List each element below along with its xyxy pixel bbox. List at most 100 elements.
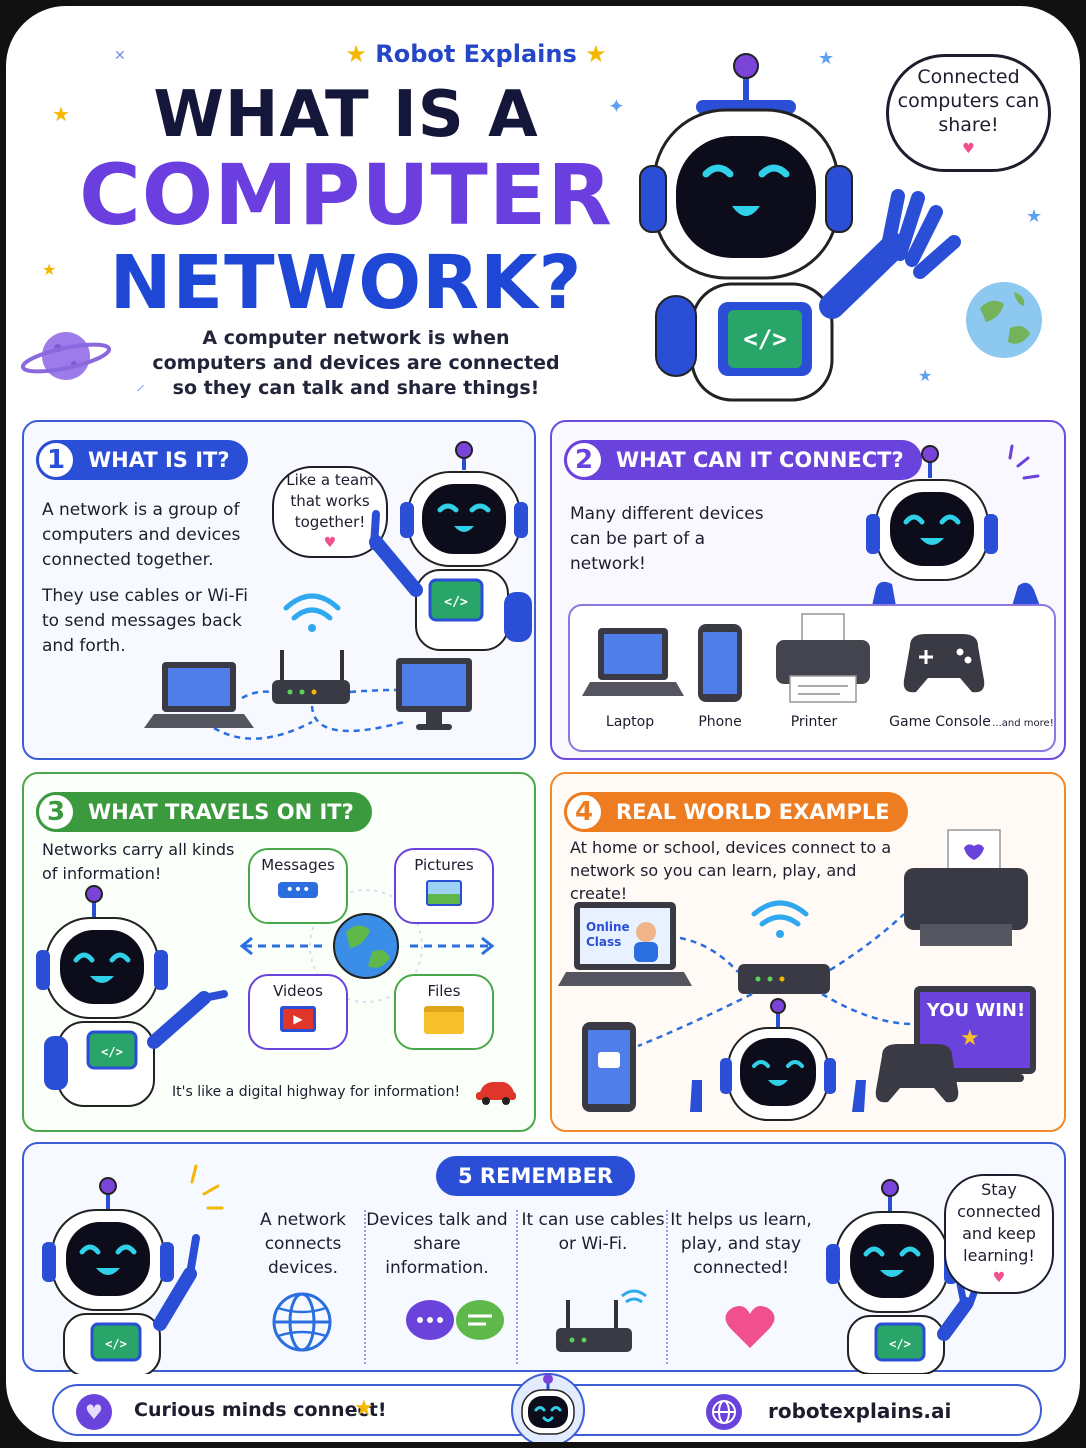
online-class-text: Online Class bbox=[586, 920, 630, 949]
section-5-speech-bubble: Stay connected and keep learning! ♥ bbox=[944, 1174, 1054, 1294]
section-what-travels-on-it: 3 WHAT TRAVELS ON IT? Networks carry all… bbox=[22, 772, 536, 1132]
star-icon: ★ bbox=[354, 1396, 374, 1421]
section-1-title: WHAT IS IT? bbox=[88, 448, 230, 472]
planet-icon bbox=[20, 332, 112, 380]
star-icon: ★ bbox=[42, 260, 57, 279]
video-play-icon: ▶ bbox=[280, 1006, 316, 1032]
sparkle-icon: ⸝ bbox=[136, 374, 145, 395]
remember-point-1: A network connects devices. bbox=[259, 1210, 347, 1278]
section-3-text: Networks carry all kinds of information! bbox=[42, 840, 235, 883]
section-3-caption: It's like a digital highway for informat… bbox=[172, 1084, 461, 1100]
svg-text:</>: </> bbox=[105, 1337, 127, 1351]
remember-point-2: Devices talk and share information. bbox=[366, 1210, 508, 1278]
footer-robot-avatar bbox=[511, 1373, 585, 1442]
brand-title: ★ Robot Explains ★ bbox=[336, 40, 616, 68]
remember-point-4: It helps us learn, play, and stay connec… bbox=[670, 1210, 812, 1278]
heart-badge-icon: ♥ bbox=[76, 1394, 112, 1430]
item-messages-label: Messages bbox=[261, 856, 335, 874]
you-win-label: YOU WIN! bbox=[926, 1000, 1026, 1021]
star-icon: ★ bbox=[52, 102, 70, 126]
section-2-header: 2 WHAT CAN IT CONNECT? bbox=[564, 440, 922, 480]
page-title-line-2: COMPUTER bbox=[79, 146, 613, 244]
section-3-header: 3 WHAT TRAVELS ON IT? bbox=[36, 792, 372, 832]
globe-web-icon bbox=[706, 1394, 742, 1430]
item-pictures: Pictures bbox=[394, 848, 494, 924]
peeking-robot-illustration bbox=[866, 444, 1040, 606]
section-1-bubble-text: Like a team that works together! bbox=[286, 471, 374, 531]
section-1-paragraph-1: A network is a group of computers and de… bbox=[42, 500, 241, 570]
chat-message-icon: ••• bbox=[277, 882, 319, 898]
star-icon: ★ bbox=[918, 366, 933, 385]
section-1-header: 1 WHAT IS IT? bbox=[36, 440, 248, 480]
pointing-robot-illustration: </> bbox=[42, 1164, 224, 1374]
item-files: Files bbox=[394, 974, 494, 1050]
section-4-title: REAL WORLD EXAMPLE bbox=[616, 800, 890, 824]
sparkle-icon: ✕ bbox=[114, 48, 126, 64]
home-network-illustration bbox=[558, 829, 1036, 1121]
car-icon bbox=[476, 1082, 516, 1105]
main-speech-bubble: Connected computers can share! ♥ bbox=[886, 54, 1051, 172]
section-1-speech-bubble: Like a team that works together! ♥ bbox=[272, 466, 388, 558]
earth-globe-icon bbox=[966, 282, 1042, 358]
sparkle-icon: ✦ bbox=[608, 94, 625, 118]
section-2-title: WHAT CAN IT CONNECT? bbox=[616, 448, 904, 472]
device-label-more: ...and more! bbox=[992, 718, 1054, 729]
main-bubble-text: Connected computers can share! bbox=[897, 66, 1040, 136]
brand-name: Robot Explains bbox=[375, 40, 577, 68]
section-2-number: 2 bbox=[564, 440, 604, 480]
intro-text: A computer network is when computers and… bbox=[152, 327, 560, 399]
item-pictures-label: Pictures bbox=[414, 856, 474, 874]
section-what-is-it: 1 WHAT IS IT? A network is a group of co… bbox=[22, 420, 536, 760]
item-files-label: Files bbox=[427, 982, 461, 1000]
svg-text:</>: </> bbox=[889, 1337, 911, 1351]
item-messages: Messages ••• bbox=[248, 848, 348, 924]
section-1-paragraph-2: They use cables or Wi-Fi to send message… bbox=[42, 586, 248, 656]
page-title-line-1: WHAT IS A bbox=[153, 78, 539, 152]
infographic-page: ✕ ★ ★ ✦ ★ ★ ★ ★ Robot Explains ★ WHAT IS… bbox=[6, 6, 1080, 1442]
page-title-line-3: NETWORK? bbox=[109, 240, 583, 326]
information-flow-illustration: </> bbox=[36, 885, 495, 1107]
section-4-text: At home or school, devices connect to a … bbox=[570, 838, 892, 903]
device-label-laptop: Laptop bbox=[605, 714, 655, 730]
star-icon: ★ bbox=[585, 40, 607, 68]
divider bbox=[516, 1210, 518, 1364]
item-videos: Videos ▶ bbox=[248, 974, 348, 1050]
svg-text:</>: </> bbox=[101, 1045, 123, 1059]
section-5-bubble-text: Stay connected and keep learning! bbox=[957, 1180, 1041, 1265]
section-4-number: 4 bbox=[564, 792, 604, 832]
star-icon: ★ bbox=[1026, 206, 1043, 227]
section-what-can-it-connect: 2 WHAT CAN IT CONNECT? Many different de… bbox=[550, 420, 1066, 760]
heart-icon: ♥ bbox=[962, 141, 975, 157]
section-4-header: 4 REAL WORLD EXAMPLE bbox=[564, 792, 908, 832]
device-label-phone: Phone bbox=[698, 714, 742, 730]
section-real-world-example: 4 REAL WORLD EXAMPLE At home or school, … bbox=[550, 772, 1066, 1132]
section-3-number: 3 bbox=[36, 792, 76, 832]
section-3-title: WHAT TRAVELS ON IT? bbox=[88, 800, 354, 824]
footer-slogan: Curious minds connect! bbox=[134, 1399, 387, 1421]
item-videos-label: Videos bbox=[273, 982, 323, 1000]
footer-bar: ♥ Curious minds connect! ★ robotexplains… bbox=[52, 1373, 1042, 1442]
heart-icon: ♥ bbox=[323, 535, 337, 551]
svg-text:</>: </> bbox=[444, 595, 468, 610]
divider bbox=[364, 1210, 366, 1364]
folder-icon bbox=[424, 1006, 464, 1034]
section-5-title: 5 REMEMBER bbox=[436, 1156, 636, 1196]
network-diagram-illustration: </> bbox=[144, 441, 532, 740]
heart-icon: ♥ bbox=[992, 1270, 1006, 1286]
remember-icons bbox=[272, 1289, 775, 1352]
footer-website-link[interactable]: robotexplains.ai bbox=[768, 1399, 952, 1423]
devices-box: Laptop Phone Printer Game Console ...and… bbox=[568, 604, 1056, 752]
section-remember: 5 REMEMBER </> A network connects device… bbox=[22, 1142, 1066, 1374]
devices-illustration bbox=[582, 613, 985, 703]
section-2-text: Many different devices can be part of a … bbox=[570, 504, 764, 574]
star-icon: ★ bbox=[345, 40, 367, 68]
svg-text:</>: </> bbox=[743, 325, 786, 353]
online-class-label: Online Class bbox=[586, 920, 630, 950]
device-label-game-console: Game Console bbox=[889, 714, 991, 730]
star-icon: ★ bbox=[818, 48, 835, 69]
remember-point-3: It can use cables or Wi-Fi. bbox=[521, 1210, 665, 1254]
divider bbox=[666, 1210, 668, 1364]
star-icon: ★ bbox=[960, 1026, 980, 1051]
picture-icon bbox=[426, 880, 462, 906]
device-label-printer: Printer bbox=[790, 714, 838, 730]
